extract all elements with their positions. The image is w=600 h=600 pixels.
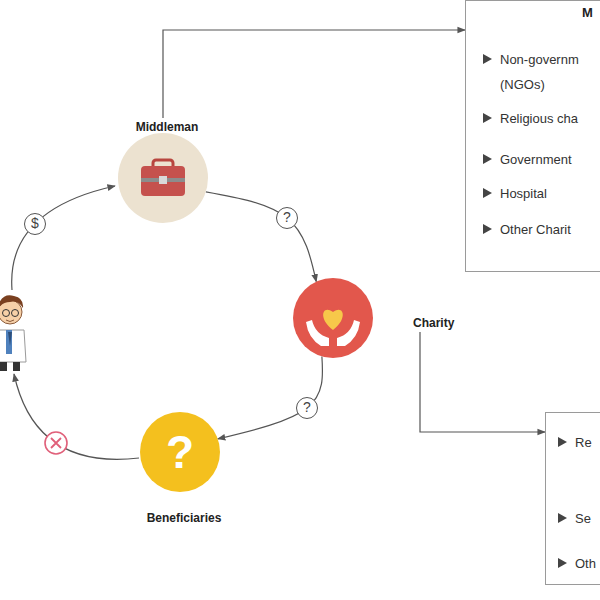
- list-item: Religious cha: [483, 106, 593, 131]
- icon-mark: ?: [140, 424, 220, 480]
- node-circle: [140, 412, 220, 492]
- edge-label: ?: [296, 397, 318, 419]
- icon-node: Charity: [290, 276, 455, 360]
- person-hair: [0, 295, 23, 310]
- person-mouth: [6, 320, 14, 322]
- node-label: Beneficiaries: [129, 511, 239, 525]
- cross-symbol: [45, 432, 67, 454]
- list-item: Government: [483, 147, 593, 172]
- person-coat: [0, 330, 26, 362]
- person-glasses: [12, 310, 19, 317]
- list-box: ReSeOth: [545, 412, 600, 585]
- person-leg: [13, 362, 20, 371]
- list-item: Non-governm (NGOs): [483, 47, 593, 97]
- list-item: Hospital: [483, 181, 593, 206]
- hand-shape: [337, 320, 360, 346]
- box-heading: M: [582, 5, 593, 21]
- flow-connector: [206, 192, 316, 282]
- flow-arrow: [14, 374, 139, 459]
- flow-symbol: $: [24, 213, 46, 235]
- person-figure: [0, 295, 26, 371]
- person-tie: [8, 332, 12, 346]
- list-item: Oth: [558, 551, 600, 576]
- person-shirt: [6, 330, 12, 354]
- flow-arrow: [12, 186, 115, 290]
- flow-connector: [218, 356, 323, 438]
- flow-connector: [163, 30, 465, 118]
- person-glasses: [3, 310, 10, 317]
- edge-label: ?: [276, 207, 298, 229]
- list-item: Re: [558, 430, 600, 455]
- list-item: Se: [558, 506, 600, 531]
- icon-node: Middleman: [113, 118, 213, 226]
- cross-mark: [51, 438, 61, 448]
- list-box: M Non-governm (NGOs) Religious chaGovernme…: [465, 0, 600, 272]
- node-circle: [118, 133, 208, 223]
- heart-shape: [323, 310, 343, 330]
- briefcase-body: [141, 166, 185, 196]
- node-label: Charity: [413, 316, 454, 330]
- circle-outline: [113, 118, 213, 226]
- icon-node: ?Beneficiaries: [125, 410, 235, 528]
- person-leg: [0, 362, 7, 371]
- cross-circle: [45, 432, 67, 454]
- node-label: Middleman: [117, 120, 217, 134]
- briefcase-icon: [141, 160, 185, 196]
- list-item: Other Charit: [483, 217, 593, 242]
- charity-icon: [306, 310, 360, 346]
- briefcase-clasp: [159, 176, 167, 184]
- hand-shape: [306, 320, 329, 346]
- node-circle: [293, 278, 373, 358]
- flow-connector: [420, 332, 545, 432]
